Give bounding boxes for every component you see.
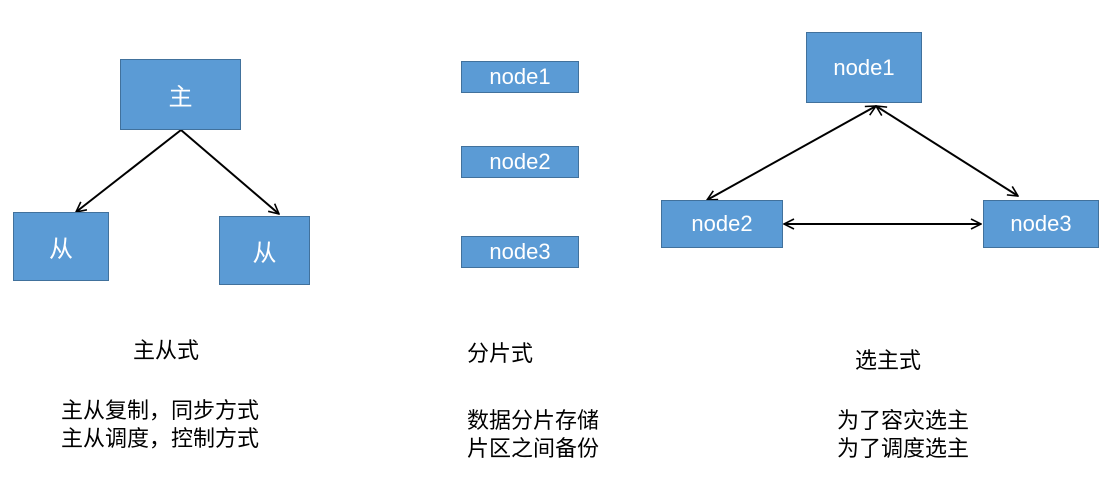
shard-node3: node3 — [461, 236, 579, 268]
arrow-master-to-right-slave — [180, 129, 279, 214]
slave-node-right: 从 — [219, 216, 310, 285]
arrow-node1-node3 — [876, 106, 1018, 196]
sharding-desc-line2: 片区之间备份 — [467, 437, 600, 462]
election-node3: node3 — [983, 200, 1099, 248]
election-desc-line1: 为了容灾选主 — [837, 409, 970, 434]
election-desc-line2: 为了调度选主 — [837, 437, 970, 462]
sharding-desc-line1: 数据分片存储 — [467, 409, 600, 434]
master-slave-desc-line1: 主从复制，同步方式 — [61, 399, 260, 424]
sharding-title: 分片式 — [467, 342, 534, 367]
master-slave-desc-line2: 主从调度，控制方式 — [61, 427, 260, 452]
election-title: 选主式 — [855, 349, 922, 374]
election-node2: node2 — [661, 200, 783, 248]
master-slave-title: 主从式 — [133, 339, 200, 364]
slave-node-left: 从 — [13, 212, 109, 281]
shard-node1: node1 — [461, 61, 579, 93]
arrow-master-to-left-slave — [76, 129, 182, 212]
master-node: 主 — [120, 59, 241, 130]
election-node1: node1 — [806, 32, 922, 103]
shard-node2: node2 — [461, 146, 579, 178]
arrow-node1-node2 — [707, 105, 876, 201]
